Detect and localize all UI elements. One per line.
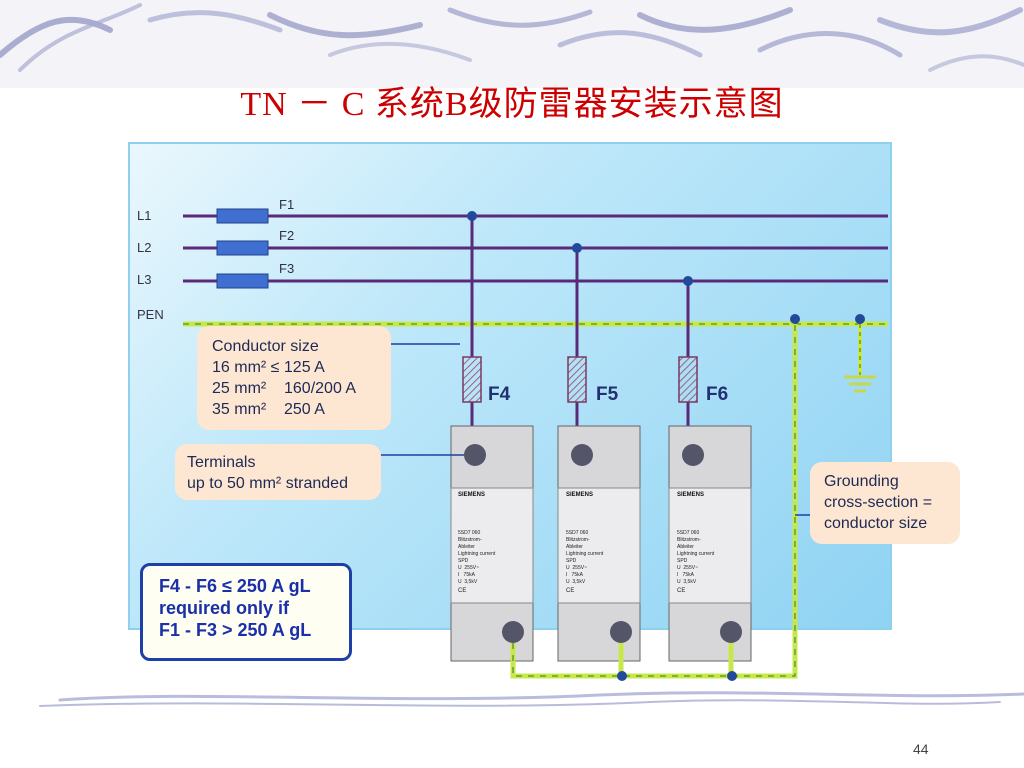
fuse-f6 [678,356,698,403]
spd-module-3 [668,425,752,662]
fuse-f1 [216,208,269,224]
label-l2: L2 [137,240,152,255]
spd-2-ce: CE [566,588,575,594]
label-f2: F2 [279,228,295,243]
grounding-note: Grounding cross-section = conductor size [810,462,960,544]
spd-1-brand: SIEMENS [458,492,486,498]
junction-l1 [467,211,477,221]
label-l3: L3 [137,272,152,287]
label-f3: F3 [279,261,295,276]
spd-module-2 [557,425,641,662]
fuse-f5 [567,356,587,403]
junction-pen-b [855,314,865,324]
label-f6: F6 [706,384,729,405]
label-f1: F1 [279,197,295,212]
fuse-requirement-box: F4 - F6 ≤ 250 A gL required only if F1 -… [140,563,352,661]
spd-1-ce: CE [458,588,467,594]
label-pen: PEN [137,307,164,322]
spd-2-brand: SIEMENS [566,492,594,498]
terminals-note: Terminals up to 50 mm² stranded [175,444,381,500]
junction-pen-a [790,314,800,324]
spd-3-brand: SIEMENS [677,492,705,498]
slide-title: TN － C 系统B级防雷器安装示意图 [240,86,784,123]
junction-l2 [572,243,582,253]
label-f4: F4 [488,384,511,405]
conductor-size-note: Conductor size 16 mm² ≤ 125 A 25 mm² 160… [197,326,391,430]
fuse-f2 [216,240,269,256]
page-number: 44 [913,741,929,757]
fuse-f3 [216,273,269,289]
fuse-f4 [462,356,482,403]
label-l1: L1 [137,208,152,223]
ground-symbol-icon [844,375,876,393]
spd-3-ce: CE [677,588,686,594]
junction-l3 [683,276,693,286]
label-f5: F5 [596,384,619,405]
spd-module-1 [450,425,534,662]
